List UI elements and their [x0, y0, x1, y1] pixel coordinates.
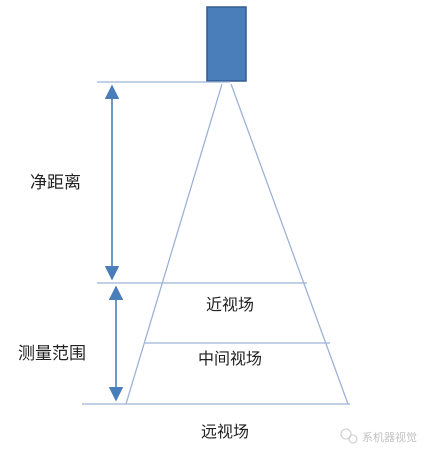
middle-field-label: 中间视场: [198, 349, 262, 368]
working-distance-label: 净距离: [30, 173, 81, 193]
far-field-label: 远视场: [201, 422, 249, 441]
near-field-label: 近视场: [206, 295, 254, 314]
camera-sensor-block: [206, 6, 247, 82]
fov-left-edge: [125, 83, 223, 405]
fov-right-edge: [230, 83, 349, 405]
measurement-range-label: 测量范围: [18, 344, 86, 364]
watermark-text: 系机器视觉: [362, 430, 417, 444]
watermark: 系机器视觉: [340, 428, 417, 444]
wechat-icon: [340, 428, 358, 444]
